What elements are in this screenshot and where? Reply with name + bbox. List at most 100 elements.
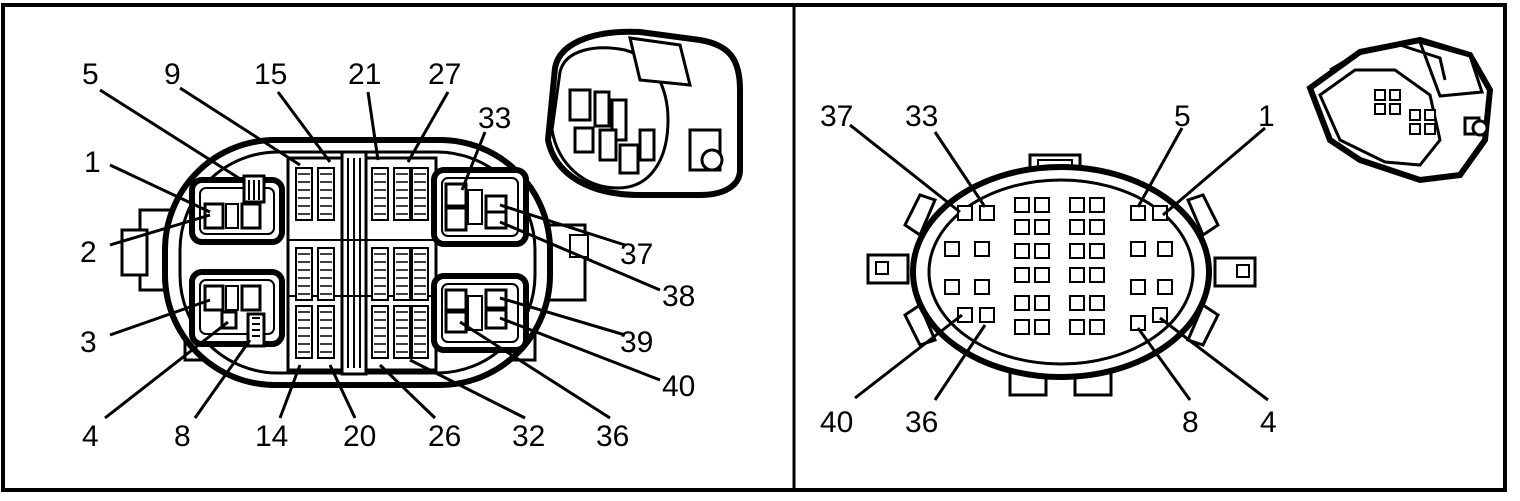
pin-cavity: [1034, 197, 1050, 213]
pin-cavity: [1069, 243, 1085, 259]
pin-label-20: 20: [343, 420, 376, 453]
pin-36: [444, 310, 468, 334]
pin-label-15: 15: [254, 58, 287, 91]
pin-cavity: [1130, 205, 1146, 221]
center-pin-cavity: [295, 167, 313, 221]
pin-label-4: 4: [82, 420, 99, 453]
pin-label-33: 33: [905, 100, 938, 133]
center-pin-cavity: [371, 305, 389, 359]
pin-cavity: [979, 205, 995, 221]
cavity-block-upper-right-inner: [441, 177, 519, 237]
pin-cavity: [974, 241, 990, 257]
pin-label-36: 36: [905, 406, 938, 439]
left-connector-face: [120, 137, 589, 388]
pin-35: [467, 189, 483, 225]
pin-label-3: 3: [80, 326, 97, 359]
pin-label-2: 2: [80, 236, 97, 269]
callout-labels: 5 9 15 21 27 33 1 2 37 38 3 39 40 4 8 14…: [80, 58, 1277, 453]
pin-cavity: [1130, 315, 1146, 331]
pin-5: [240, 202, 262, 230]
center-pin-cavity: [411, 305, 429, 359]
pin-37: [484, 194, 508, 214]
pin-label-9: 9: [164, 58, 181, 91]
pin-label-33: 33: [478, 102, 511, 135]
housing-outer: [910, 164, 1212, 380]
pin-cavity: [957, 307, 973, 323]
pin-label-8: 8: [174, 420, 191, 453]
center-pin-cavity: [393, 167, 411, 221]
pin-cavity: [974, 279, 990, 295]
pin-label-5: 5: [1174, 100, 1191, 133]
pin-label-5: 5: [82, 58, 99, 91]
pin-39: [444, 288, 468, 312]
pin-label-4: 4: [1260, 406, 1277, 439]
center-pin-cavity: [371, 167, 389, 221]
pin-cavity: [944, 279, 960, 295]
right-pin-grid: [944, 197, 1173, 335]
pin-label-36: 36: [596, 420, 629, 453]
pin-cavity: [1089, 219, 1105, 235]
center-pin-cavity: [295, 305, 313, 359]
pin-cavity: [1130, 241, 1146, 257]
pin-cavity: [1014, 319, 1030, 335]
pin-cavity: [1069, 267, 1085, 283]
left-side-lug: [866, 253, 910, 285]
pin-cavity: [1130, 279, 1146, 295]
pin-6: [240, 284, 262, 312]
center-pin-cavity: [317, 247, 335, 301]
figure-border: [1, 3, 1507, 492]
pin-cavity: [1034, 219, 1050, 235]
pin-cavity: [1157, 241, 1173, 257]
pin-cavity: [1152, 307, 1168, 323]
right-connector-isometric-view: [1306, 36, 1494, 184]
cavity-block-lower-left-inner: [199, 279, 275, 335]
pin-label-32: 32: [512, 420, 545, 453]
pin-cavity: [1014, 295, 1030, 311]
center-pin-cavity: [393, 305, 411, 359]
pin-cavity: [1034, 319, 1050, 335]
pin-cavity: [1089, 319, 1105, 335]
pin-cavity: [1034, 243, 1050, 259]
pin-32-side: [467, 295, 483, 331]
pin-34: [444, 206, 468, 232]
pin-label-38: 38: [662, 280, 695, 313]
pin-label-37: 37: [820, 100, 853, 133]
pin-cavity: [1034, 267, 1050, 283]
pin-2: [225, 203, 239, 229]
pin-4: [225, 285, 239, 311]
pin-label-1: 1: [1258, 100, 1275, 133]
pin-cavity: [957, 205, 973, 221]
center-pin-cavity: [411, 167, 429, 221]
pin-cavity: [979, 307, 995, 323]
pin-cavity: [1014, 197, 1030, 213]
center-pin-cavity: [371, 247, 389, 301]
pin-label-8: 8: [1182, 406, 1199, 439]
pin-38: [484, 210, 508, 230]
pin-cavity: [1089, 197, 1105, 213]
cavity-block-lower-right-inner: [441, 283, 519, 343]
pin-cavity: [1069, 295, 1085, 311]
center-pin-cavity: [317, 305, 335, 359]
pin-cavity: [1014, 243, 1030, 259]
pin-label-27: 27: [428, 58, 461, 91]
center-pin-cavity: [393, 247, 411, 301]
pin-cavity: [1069, 197, 1085, 213]
center-pin-cavity: [295, 247, 313, 301]
pin-label-40: 40: [820, 406, 853, 439]
pin-cavity: [1089, 243, 1105, 259]
pin-cavity: [1034, 295, 1050, 311]
pin-cavity: [1089, 267, 1105, 283]
right-connector-face: [866, 153, 1257, 397]
pin-label-1: 1: [84, 146, 101, 179]
pin-label-37: 37: [620, 238, 653, 271]
pin-label-26: 26: [428, 420, 461, 453]
pin-cavity: [1014, 219, 1030, 235]
center-pin-grid: [295, 167, 429, 359]
pin-cavity: [1089, 295, 1105, 311]
pin-cavity: [1069, 219, 1085, 235]
center-pin-cavity: [317, 167, 335, 221]
pin-label-39: 39: [620, 326, 653, 359]
callout-leader-lines: [99, 86, 1269, 420]
pin-cavity: [1069, 319, 1085, 335]
